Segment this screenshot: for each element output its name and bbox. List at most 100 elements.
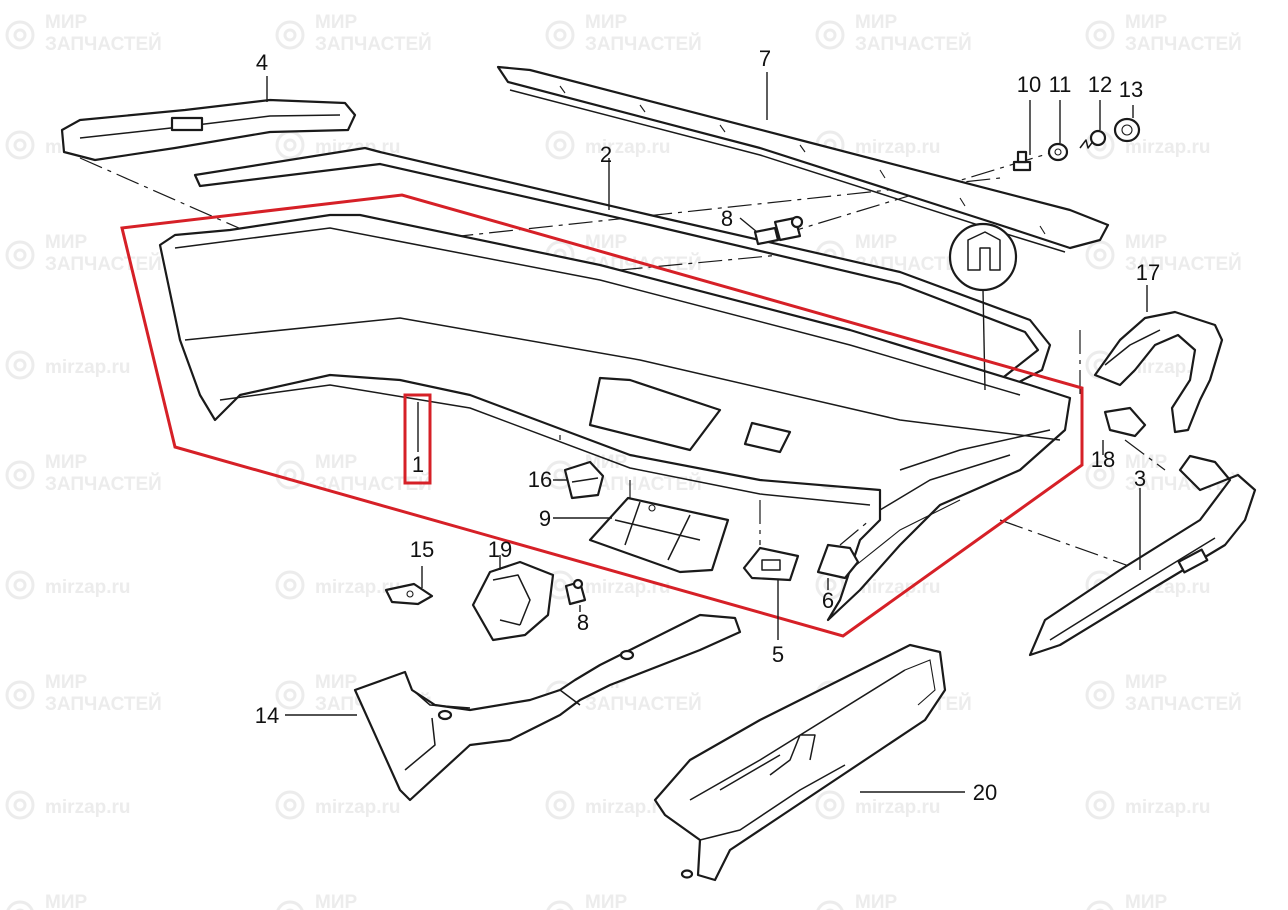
svg-text:МИР: МИР: [1125, 892, 1167, 910]
watermark-tile: mirzap.ru: [275, 790, 401, 820]
svg-text:МИР: МИР: [45, 232, 87, 253]
callout-14: 14: [255, 703, 279, 728]
detail-seal-profile: [948, 222, 1018, 391]
part-9-cover-plate: [588, 496, 730, 574]
part-1-highlight: [120, 193, 1084, 638]
part-16-clip: [563, 460, 605, 500]
callout-11: 11: [1049, 72, 1072, 97]
svg-text:ЗАПЧАСТЕЙ: ЗАПЧАСТЕЙ: [1125, 33, 1242, 55]
watermark-tile: mirzap.ru: [545, 790, 671, 820]
part-8-screw-lower: [564, 578, 587, 606]
leader-lines: [266, 72, 1148, 793]
svg-text:mirzap.ru: mirzap.ru: [1125, 137, 1211, 158]
part-13-nut: [1113, 117, 1141, 143]
svg-text:МИР: МИР: [315, 672, 357, 693]
part-17-bracket-right: [1093, 310, 1224, 434]
svg-text:ЗАПЧАСТЕЙ: ЗАПЧАСТЕЙ: [315, 473, 432, 495]
watermark-tile: mirzap.ru: [5, 790, 131, 820]
svg-text:МИР: МИР: [1125, 232, 1167, 253]
part-11-washer: [1047, 142, 1069, 162]
watermark-tile: mirzap.ru: [545, 130, 671, 160]
callout-1: 1: [412, 452, 424, 477]
part-15-nut-plate: [384, 582, 434, 606]
svg-text:mirzap.ru: mirzap.ru: [585, 137, 671, 158]
watermark-tile: mirzap.ru: [275, 570, 401, 600]
svg-text:mirzap.ru: mirzap.ru: [45, 577, 131, 598]
svg-text:МИР: МИР: [45, 12, 87, 33]
part-18-clip: [1103, 406, 1147, 438]
svg-text:ЗАПЧАСТЕЙ: ЗАПЧАСТЕЙ: [855, 33, 972, 55]
svg-text:МИР: МИР: [855, 232, 897, 253]
part-8-screw-upper: [753, 215, 804, 246]
callout-18: 18: [1091, 447, 1115, 472]
callout-2: 2: [600, 142, 612, 167]
callout-8-lower: 8: [577, 610, 589, 635]
callout-8-upper: 8: [721, 206, 733, 231]
callout-15: 15: [410, 537, 434, 562]
svg-text:МИР: МИР: [315, 452, 357, 473]
part-4-trim-strip-left: [60, 98, 357, 162]
svg-text:mirzap.ru: mirzap.ru: [315, 797, 401, 818]
callout-4: 4: [256, 50, 268, 75]
watermark-tile: mirzap.ru: [1085, 790, 1211, 820]
svg-text:МИР: МИР: [585, 12, 627, 33]
part-7-upper-trim: [496, 65, 1110, 253]
callout-9: 9: [539, 506, 551, 531]
part-1-bumper-cover: [158, 213, 1072, 622]
svg-text:МИР: МИР: [45, 672, 87, 693]
callout-3: 3: [1134, 466, 1146, 491]
svg-text:mirzap.ru: mirzap.ru: [585, 577, 671, 598]
callout-19: 19: [488, 537, 512, 562]
callout-16: 16: [528, 467, 552, 492]
svg-text:mirzap.ru: mirzap.ru: [315, 577, 401, 598]
svg-text:МИР: МИР: [585, 232, 627, 253]
svg-text:mirzap.ru: mirzap.ru: [1125, 357, 1211, 378]
svg-text:МИР: МИР: [45, 452, 87, 473]
svg-text:ЗАПЧАСТЕЙ: ЗАПЧАСТЕЙ: [1125, 693, 1242, 715]
svg-text:mirzap.ru: mirzap.ru: [1125, 797, 1211, 818]
watermark-tile: mirzap.ru: [545, 570, 671, 600]
svg-text:ЗАПЧАСТЕЙ: ЗАПЧАСТЕЙ: [1125, 253, 1242, 275]
svg-text:mirzap.ru: mirzap.ru: [45, 357, 131, 378]
svg-text:МИР: МИР: [315, 12, 357, 33]
watermark-tile: mirzap.ru: [5, 350, 131, 380]
svg-text:МИР: МИР: [585, 892, 627, 910]
callout-13: 13: [1119, 77, 1143, 102]
svg-text:МИР: МИР: [1125, 12, 1167, 33]
callout-10: 10: [1017, 72, 1041, 97]
svg-text:ЗАПЧАСТЕЙ: ЗАПЧАСТЕЙ: [45, 693, 162, 715]
part-6-clip: [816, 543, 860, 580]
svg-text:МИР: МИР: [45, 892, 87, 910]
callout-12: 12: [1088, 72, 1112, 97]
callout-6: 6: [822, 588, 834, 613]
svg-text:mirzap.ru: mirzap.ru: [585, 797, 671, 818]
svg-text:МИР: МИР: [855, 12, 897, 33]
part-14-lower-panel-left: [353, 613, 742, 802]
svg-text:ЗАПЧАСТЕЙ: ЗАПЧАСТЕЙ: [45, 33, 162, 55]
part-19-mount-bracket: [471, 560, 555, 642]
callout-labels: 4 7 2 10 11 12 13 8 17 18 3 1 16 9 15 19…: [255, 46, 1160, 805]
svg-text:МИР: МИР: [855, 892, 897, 910]
svg-text:ЗАПЧАСТЕЙ: ЗАПЧАСТЕЙ: [585, 473, 702, 495]
part-3-trim-strip-right: [1028, 454, 1257, 657]
svg-text:mirzap.ru: mirzap.ru: [45, 797, 131, 818]
part-12-spring-washer: [1079, 129, 1107, 149]
svg-text:mirzap.ru: mirzap.ru: [855, 137, 941, 158]
callout-7: 7: [759, 46, 771, 71]
svg-text:МИР: МИР: [1125, 452, 1167, 473]
part-5-clip: [742, 546, 800, 582]
watermark-tile: mirzap.ru: [5, 570, 131, 600]
